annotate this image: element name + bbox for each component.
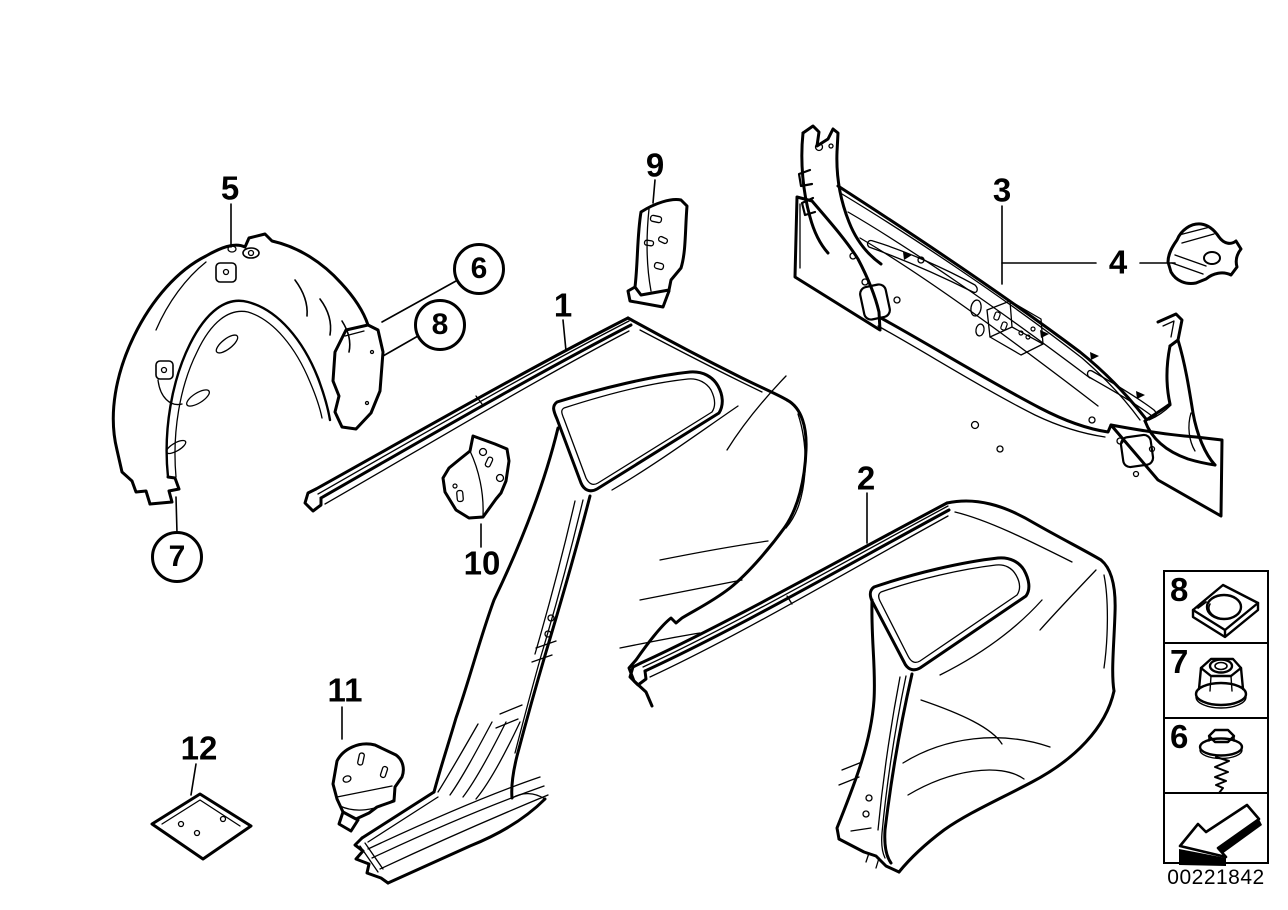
back-arrow-box[interactable] [1163, 792, 1269, 866]
self-tapping-screw-icon [1198, 728, 1244, 794]
callout-10[interactable]: 10 [463, 544, 501, 582]
part-1-side-panel [303, 316, 808, 885]
part-10-bracket [441, 434, 511, 520]
part-5-wheel-arch-cover [111, 232, 385, 506]
back-arrow-icon [1178, 803, 1262, 866]
leader-lines [175, 179, 1176, 796]
callout-9[interactable]: 9 [645, 146, 665, 184]
callout-5[interactable]: 5 [220, 169, 240, 207]
callout-11[interactable]: 11 [327, 671, 363, 709]
part-4-bracket [1166, 222, 1243, 285]
sheet-metal-nut-icon [1191, 583, 1260, 639]
legend-number: 8 [1170, 571, 1189, 608]
callout-3[interactable]: 3 [992, 171, 1012, 209]
callout-12[interactable]: 12 [180, 729, 218, 767]
fastener-legend: 8 7 [1163, 570, 1269, 866]
legend-number: 7 [1170, 643, 1189, 680]
callout-7-circled[interactable]: 7 [151, 531, 203, 583]
legend-item-7[interactable]: 7 [1163, 642, 1269, 719]
part-9-bracket [626, 198, 689, 309]
callout-8-circled[interactable]: 8 [414, 299, 466, 351]
callout-6-circled[interactable]: 6 [453, 243, 505, 295]
image-number: 00221842 [1167, 866, 1265, 889]
part-2-side-panel [628, 499, 1117, 874]
legend-item-6[interactable]: 6 [1163, 717, 1269, 794]
part-11-bracket [331, 742, 405, 833]
part-12-plate [150, 792, 253, 861]
legend-number: 6 [1170, 718, 1189, 755]
flange-nut-icon [1194, 657, 1248, 709]
part-3-rear-panel [793, 124, 1224, 518]
callout-4[interactable]: 4 [1108, 243, 1128, 281]
callout-1[interactable]: 1 [553, 286, 573, 324]
legend-item-8[interactable]: 8 [1163, 570, 1269, 644]
callout-2[interactable]: 2 [856, 459, 876, 497]
